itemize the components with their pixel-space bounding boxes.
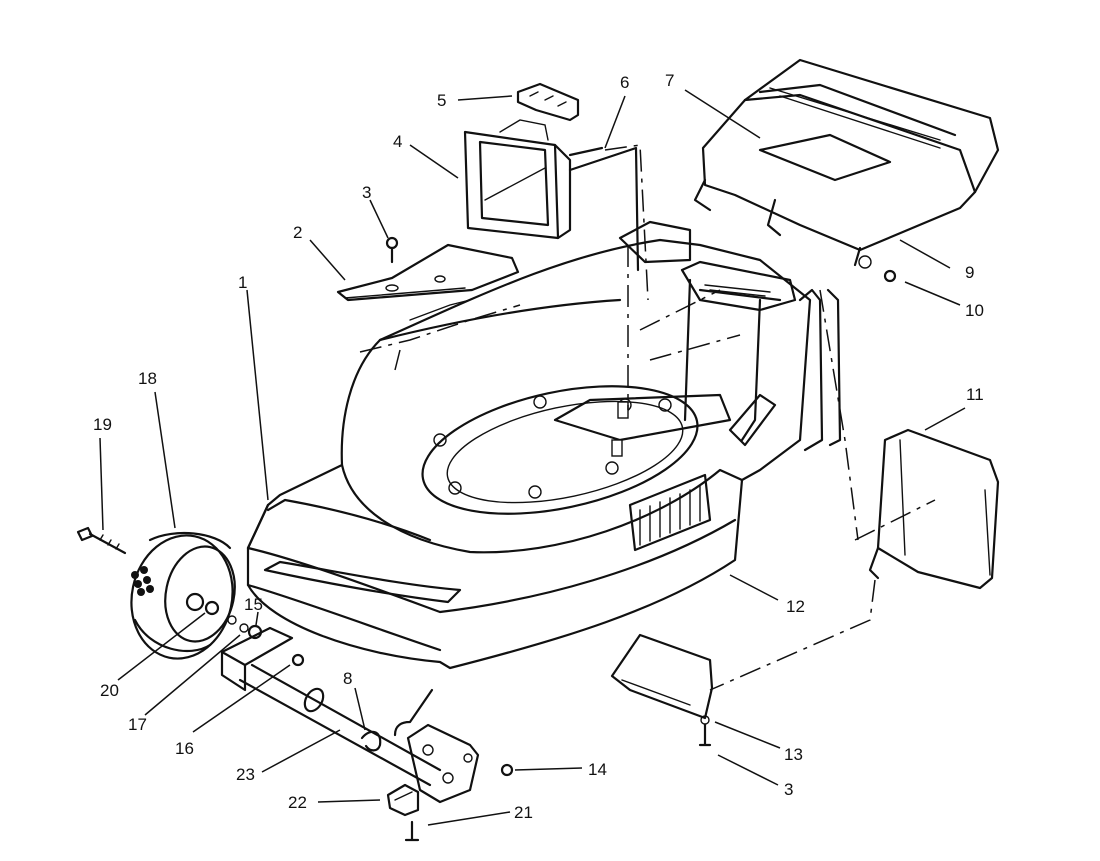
callout-23: 23 bbox=[236, 765, 255, 784]
callout-3-top: 3 bbox=[362, 183, 371, 202]
callout-8: 8 bbox=[343, 669, 352, 688]
callout-1: 1 bbox=[238, 273, 247, 292]
callout-16: 16 bbox=[175, 739, 194, 758]
part-23-axle bbox=[220, 626, 480, 804]
part-14-nut bbox=[500, 763, 514, 777]
part-22-clip bbox=[386, 783, 420, 817]
callout-11: 11 bbox=[966, 385, 984, 404]
callout-3-bottom: 3 bbox=[784, 780, 793, 799]
part-19-bolt bbox=[76, 526, 127, 555]
part-2-plate bbox=[336, 243, 520, 321]
part-13-plate bbox=[610, 633, 714, 747]
mower-deck bbox=[246, 220, 842, 670]
callout-19: 19 bbox=[93, 415, 112, 434]
callout-9: 9 bbox=[965, 263, 974, 282]
axle-washers bbox=[204, 600, 305, 667]
callout-4: 4 bbox=[393, 132, 402, 151]
callout-18: 18 bbox=[138, 369, 157, 388]
callout-13: 13 bbox=[784, 745, 803, 764]
part-4-chute bbox=[463, 119, 572, 240]
callout-labels: 1 2 3 3 4 5 6 7 8 9 10 11 12 13 14 15 16… bbox=[93, 71, 984, 822]
part-21-screw bbox=[404, 820, 420, 842]
callout-2: 2 bbox=[293, 223, 302, 242]
part-18-wheel bbox=[130, 531, 236, 660]
callout-21: 21 bbox=[514, 803, 533, 822]
part-7-rear-shield bbox=[693, 58, 1000, 269]
callout-10: 10 bbox=[965, 301, 984, 320]
part-10-nut bbox=[883, 269, 897, 283]
hook-rod bbox=[393, 688, 434, 737]
callout-20: 20 bbox=[100, 681, 119, 700]
part-5-clip bbox=[516, 82, 580, 122]
callout-6: 6 bbox=[620, 73, 629, 92]
callout-22: 22 bbox=[288, 793, 307, 812]
part-11-side-shield bbox=[868, 428, 1000, 590]
callout-17: 17 bbox=[128, 715, 147, 734]
part-6-hinge bbox=[568, 146, 640, 272]
callout-12: 12 bbox=[786, 597, 805, 616]
part-8-clip bbox=[360, 730, 382, 752]
callout-5: 5 bbox=[437, 91, 446, 110]
part-3-screw bbox=[385, 236, 399, 264]
callout-15: 15 bbox=[244, 595, 263, 614]
callout-14: 14 bbox=[588, 760, 607, 779]
alignment-lines bbox=[359, 144, 936, 691]
callout-7: 7 bbox=[665, 71, 674, 90]
leader-lines bbox=[99, 89, 966, 826]
